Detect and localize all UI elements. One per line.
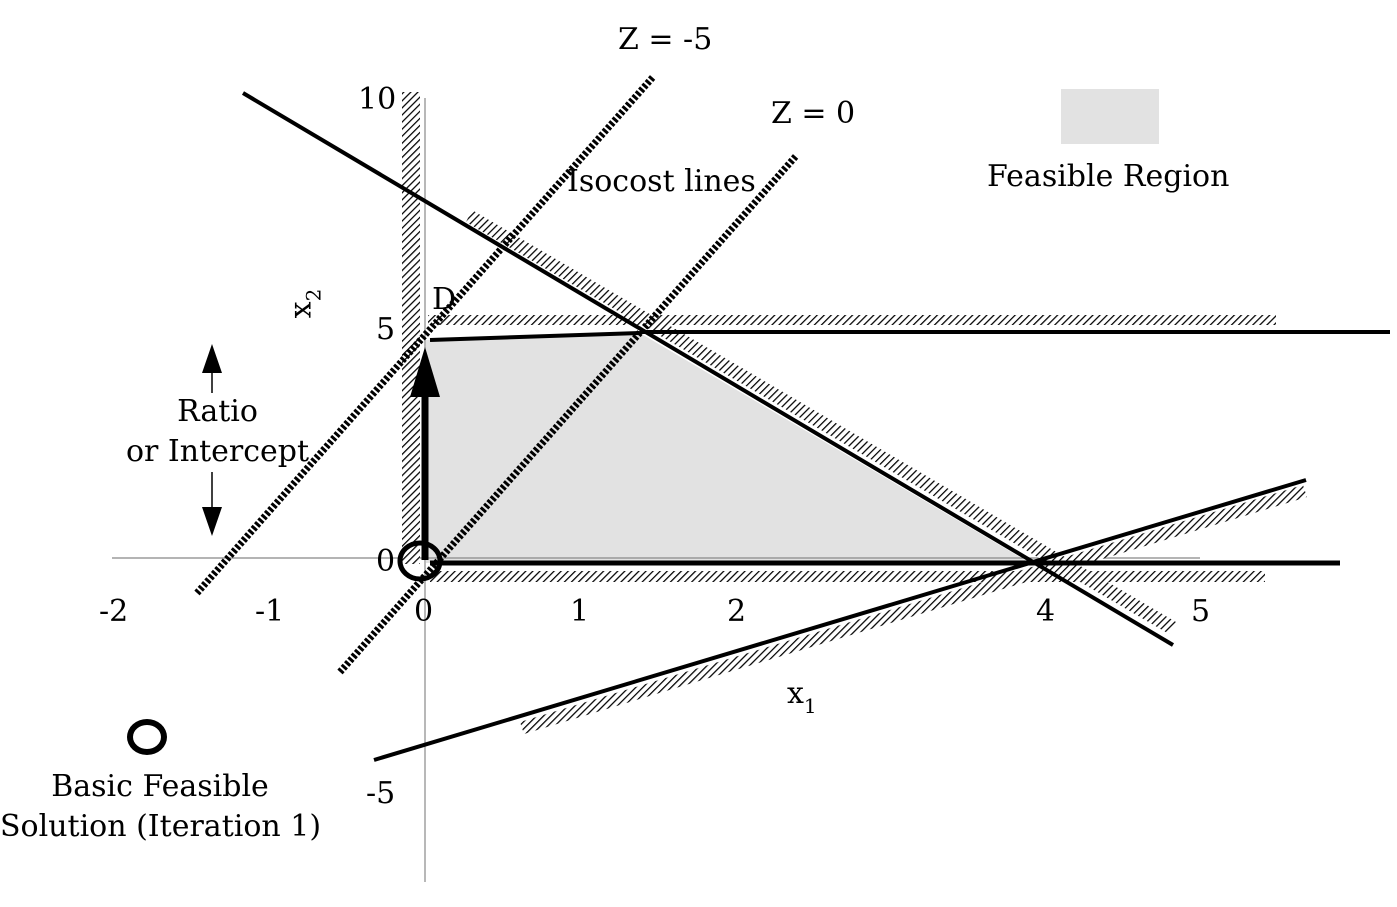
- y-tick-label: 0: [376, 544, 396, 579]
- isocost-label-z-minus-5: Z = -5: [618, 22, 713, 57]
- x-tick-label: 4: [1036, 594, 1056, 629]
- ratio-label-2: or Intercept: [125, 434, 310, 469]
- isocost-caption: Isocost lines: [567, 164, 756, 199]
- direction-arrow-head: [410, 347, 440, 397]
- feasible-region: [426, 333, 1030, 563]
- constraint-line-horizontal: [429, 331, 641, 342]
- x-tick-label: 1: [570, 594, 590, 629]
- y-axis-label: x2: [283, 288, 326, 319]
- hatch-constraint-diagonal: [466, 210, 1176, 634]
- bfs-marker-origin: [397, 540, 443, 582]
- legend-bfs-label-1: Basic Feasible: [51, 769, 269, 804]
- hatch-constraint-horizontal: [428, 315, 1276, 325]
- constraint-line-rising: [373, 478, 1307, 762]
- constraint-line-diagonal: [241, 91, 1175, 647]
- x-tick-label: 5: [1191, 594, 1211, 629]
- x-tick-label: -2: [99, 594, 129, 629]
- ratio-label-1: Ratio: [177, 394, 258, 429]
- ratio-arrow-up-head: [202, 344, 222, 373]
- y-tick-label: -5: [366, 776, 396, 811]
- x-axis-label-sub: 1: [803, 694, 817, 718]
- hatch-y-axis: [402, 92, 420, 564]
- y-axis-label-sub: 2: [301, 288, 326, 302]
- y-tick-label: 10: [358, 82, 397, 117]
- ratio-arrow-down-head: [202, 507, 222, 536]
- hatch-x-axis: [430, 571, 1265, 582]
- hatch-constraint-rising: [520, 485, 1307, 734]
- isocost-label-z-0: Z = 0: [771, 96, 856, 131]
- legend-feasible-label: Feasible Region: [987, 159, 1230, 194]
- x-tick-label: 2: [727, 594, 747, 629]
- x-axis-label-main: x: [787, 676, 804, 711]
- legend-bfs-circle: [127, 719, 167, 755]
- legend-feasible-swatch: [1061, 89, 1159, 144]
- y-tick-label: 5: [376, 312, 396, 347]
- x-axis-label: x1: [787, 676, 817, 718]
- x-tick-label: 0: [414, 594, 434, 629]
- y-axis-label-main: x: [283, 301, 319, 319]
- legend-bfs-label-2: Solution (Iteration 1): [0, 809, 322, 844]
- point-d-label: D: [432, 282, 457, 317]
- x-tick-label: -1: [255, 594, 285, 629]
